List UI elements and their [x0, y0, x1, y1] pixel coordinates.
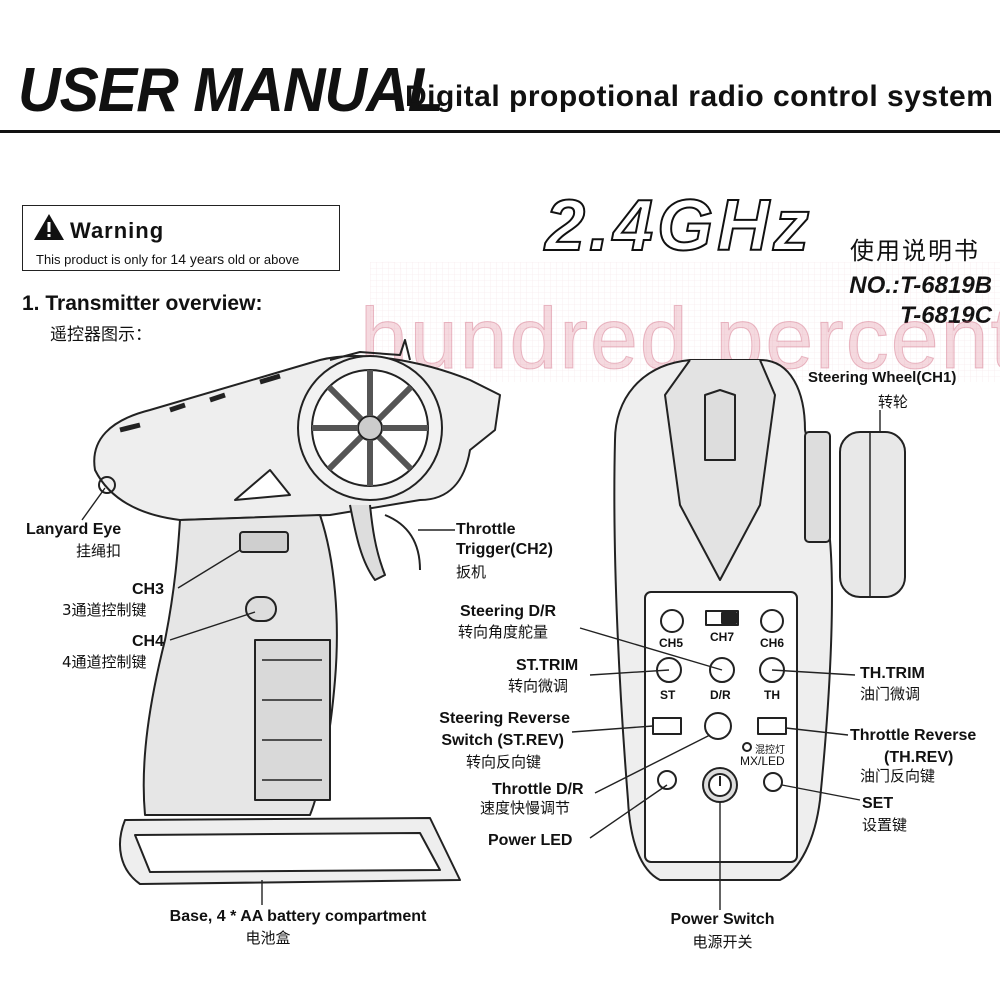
label-throttle-reverse: Throttle Reverse: [850, 727, 977, 744]
manual-title: USER MANUAL: [18, 56, 444, 125]
section-title: 1. Transmitter overview:: [22, 292, 263, 315]
warning-title: Warning: [70, 218, 165, 243]
warning-text: This product is only for 14 years old or…: [36, 251, 300, 267]
panel-label-ch5: CH5: [659, 636, 684, 650]
label-steering-wheel-cn: 转轮: [878, 393, 909, 411]
label-ch4-cn: 4通道控制键: [62, 653, 147, 671]
label-ch4: CH4: [132, 633, 165, 650]
panel-label-dr: D/R: [710, 688, 731, 702]
panel-label-ch6: CH6: [760, 636, 785, 650]
label-throttle-trigger-cn: 扳机: [456, 563, 487, 581]
label-steering-dr-cn: 转向角度舵量: [458, 623, 549, 641]
label-st-trim-cn: 转向微调: [508, 677, 569, 695]
label-throttle-reverse-2: (TH.REV): [884, 749, 954, 766]
label-lanyard-eye-cn: 挂绳扣: [76, 542, 122, 560]
panel-label-ch7: CH7: [710, 630, 735, 644]
label-steering-reverse: Steering Reverse: [439, 710, 570, 727]
panel-label-st: ST: [660, 688, 676, 702]
label-lanyard-eye: Lanyard Eye: [26, 521, 122, 538]
label-base: Base, 4 * AA battery compartment: [169, 908, 427, 925]
frequency-logo: 2.4GHz: [544, 185, 814, 267]
label-steering-reverse-cn: 转向反向键: [466, 753, 542, 771]
label-th-trim-cn: 油门微调: [860, 685, 921, 703]
manual-title-cn: 使用说明书: [850, 237, 980, 265]
label-ch3: CH3: [132, 581, 165, 598]
panel-label-mx: MX/LED: [740, 754, 785, 768]
label-th-trim: TH.TRIM: [860, 665, 925, 682]
label-st-trim: ST.TRIM: [516, 657, 579, 674]
label-ch3-cn: 3通道控制键: [62, 601, 147, 619]
steering-wheel-front: [839, 431, 906, 598]
panel-label-mx-cn: 混控灯: [755, 745, 785, 756]
header-divider: [0, 130, 1000, 133]
warning-box: [22, 205, 340, 271]
throttle-trigger-shape: [349, 504, 386, 581]
label-set: SET: [862, 795, 894, 812]
label-throttle-dr: Throttle D/R: [492, 781, 584, 798]
label-steering-dr: Steering D/R: [460, 603, 557, 620]
label-throttle-dr-cn: 速度快慢调节: [480, 799, 571, 817]
label-power-switch-cn: 电源开关: [692, 933, 753, 951]
warning-icon: [34, 214, 64, 240]
label-power-switch: Power Switch: [670, 911, 775, 928]
section-title-cn: 遥控器图示：: [50, 325, 152, 345]
label-steering-reverse-2: Switch (ST.REV): [441, 732, 564, 749]
label-throttle-trigger-2: Trigger(CH2): [456, 541, 553, 558]
label-throttle-reverse-cn: 油门反向键: [860, 767, 936, 785]
label-base-cn: 电池盒: [245, 929, 291, 947]
label-power-led: Power LED: [488, 832, 573, 849]
label-throttle-trigger: Throttle: [456, 521, 516, 538]
label-set-cn: 设置键: [862, 816, 908, 834]
panel-label-th: TH: [764, 688, 780, 702]
label-steering-wheel: Steering Wheel(CH1): [808, 369, 957, 386]
manual-subtitle: Digital propotional radio control system: [405, 80, 994, 113]
